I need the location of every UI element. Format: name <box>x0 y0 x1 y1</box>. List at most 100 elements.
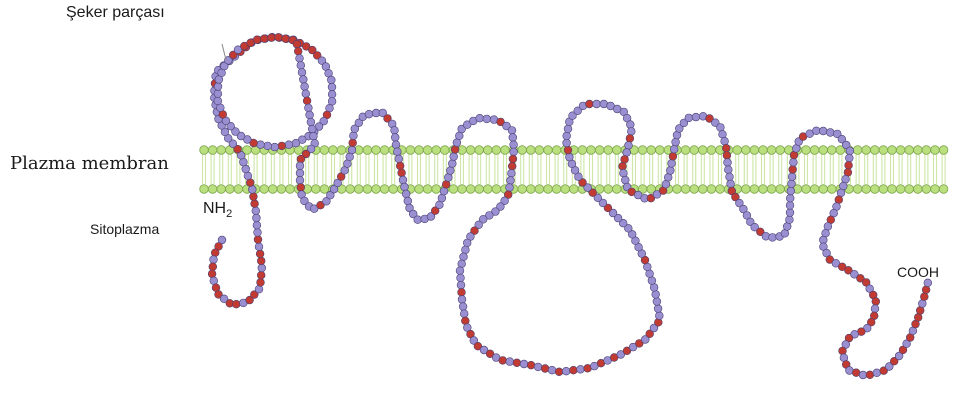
lipid-head-top <box>415 146 424 155</box>
lipid-head-bottom <box>518 185 527 194</box>
amino-acid-residue <box>250 193 258 201</box>
lipid-head-bottom <box>423 185 432 194</box>
amino-acid-residue <box>268 34 276 42</box>
lipid-head-top <box>759 146 768 155</box>
lipid-head-top <box>681 146 690 155</box>
lipid-head-bottom <box>277 185 286 194</box>
amino-acid-residue <box>396 162 404 170</box>
amino-acid-residue <box>214 90 222 98</box>
amino-acid-residue <box>254 236 262 244</box>
amino-acid-residue <box>451 146 459 154</box>
lipid-head-bottom <box>716 185 725 194</box>
amino-acid-residue <box>271 143 279 151</box>
amino-acid-residue <box>296 54 304 62</box>
lipid-head-top <box>484 146 493 155</box>
lipid-head-bottom <box>458 185 467 194</box>
lipid-head-bottom <box>208 185 217 194</box>
lipid-head-top <box>552 146 561 155</box>
amino-acid-residue <box>328 83 336 91</box>
amino-acid-residue <box>328 90 336 98</box>
amino-acid-residue <box>391 126 399 134</box>
amino-acid-residue <box>788 173 796 181</box>
amino-acid-residue <box>914 314 922 322</box>
amino-acid-residue <box>260 35 268 43</box>
lipid-head-top <box>613 146 622 155</box>
lipid-head-top <box>423 146 432 155</box>
lipid-head-bottom <box>914 185 923 194</box>
lipid-head-bottom <box>802 185 811 194</box>
amino-acid-residue <box>786 202 794 210</box>
amino-acid-residue <box>278 142 286 150</box>
amino-acid-residue <box>872 298 880 306</box>
lipid-head-top <box>432 146 441 155</box>
amino-acid-residue <box>395 155 403 163</box>
amino-acid-residue <box>509 155 517 163</box>
amino-acid-residue <box>307 118 315 126</box>
lipid-head-top <box>527 146 536 155</box>
lipid-head-bottom <box>363 185 372 194</box>
lipid-head-bottom <box>260 185 269 194</box>
lipid-head-bottom <box>527 185 536 194</box>
amino-acid-residue <box>448 160 456 168</box>
amino-acid-residue <box>442 181 450 189</box>
lipid-head-top <box>501 146 510 155</box>
amino-acid-residue <box>251 200 259 208</box>
lipid-head-bottom <box>269 185 278 194</box>
amino-acid-residue <box>299 76 307 84</box>
amino-acid-residue <box>548 366 556 374</box>
amino-acid-residue <box>564 146 572 154</box>
amino-acid-residue <box>787 187 795 195</box>
lipid-head-top <box>810 146 819 155</box>
amino-acid-residue <box>458 260 466 268</box>
lipid-head-bottom <box>372 185 381 194</box>
lipid-head-bottom <box>759 185 768 194</box>
amino-acid-residue <box>620 169 628 177</box>
amino-acid-residue <box>456 267 464 275</box>
amino-acid-residue <box>621 176 629 184</box>
amino-acid-residue <box>726 173 734 181</box>
lipid-head-top <box>690 146 699 155</box>
amino-acid-residue <box>790 158 798 166</box>
lipid-head-top <box>320 146 329 155</box>
lipid-head-bottom <box>320 185 329 194</box>
amino-acid-residue <box>866 371 874 379</box>
lipid-head-top <box>862 146 871 155</box>
lipid-head-top <box>699 146 708 155</box>
amino-acid-residue <box>302 90 310 98</box>
lipid-head-bottom <box>561 185 570 194</box>
lipid-head-top <box>905 146 914 155</box>
amino-acid-residue <box>450 153 458 161</box>
lipid-head-bottom <box>200 185 209 194</box>
amino-acid-residue <box>392 141 400 149</box>
amino-acid-residue <box>301 83 309 91</box>
lipid-head-bottom <box>776 185 785 194</box>
lipid-head-top <box>544 146 553 155</box>
amino-acid-residue <box>350 132 358 140</box>
lipid-head-bottom <box>604 185 613 194</box>
amino-acid-residue <box>257 141 265 149</box>
amino-acid-residue <box>457 281 465 289</box>
amino-acid-residue <box>414 216 422 224</box>
lipid-head-top <box>587 146 596 155</box>
amino-acid-residue <box>257 257 265 265</box>
lipid-head-bottom <box>415 185 424 194</box>
amino-acid-residue <box>282 35 290 43</box>
amino-acid-residue <box>391 134 399 142</box>
amino-acid-residue <box>296 162 304 170</box>
lipid-head-bottom <box>681 185 690 194</box>
amino-acid-residue <box>845 154 853 162</box>
lipid-head-bottom <box>828 185 837 194</box>
amino-acid-residue <box>275 33 283 41</box>
lipid-head-bottom <box>355 185 364 194</box>
amino-acid-residue <box>920 293 928 301</box>
lipid-head-bottom <box>690 185 699 194</box>
amino-acid-residue <box>846 147 854 155</box>
lipid-head-bottom <box>570 185 579 194</box>
lipid-head-bottom <box>389 185 398 194</box>
lipid-head-top <box>879 146 888 155</box>
amino-acid-residue <box>458 296 466 304</box>
lipid-head-top <box>492 146 501 155</box>
amino-acid-residue <box>685 114 693 122</box>
lipid-head-top <box>922 146 931 155</box>
